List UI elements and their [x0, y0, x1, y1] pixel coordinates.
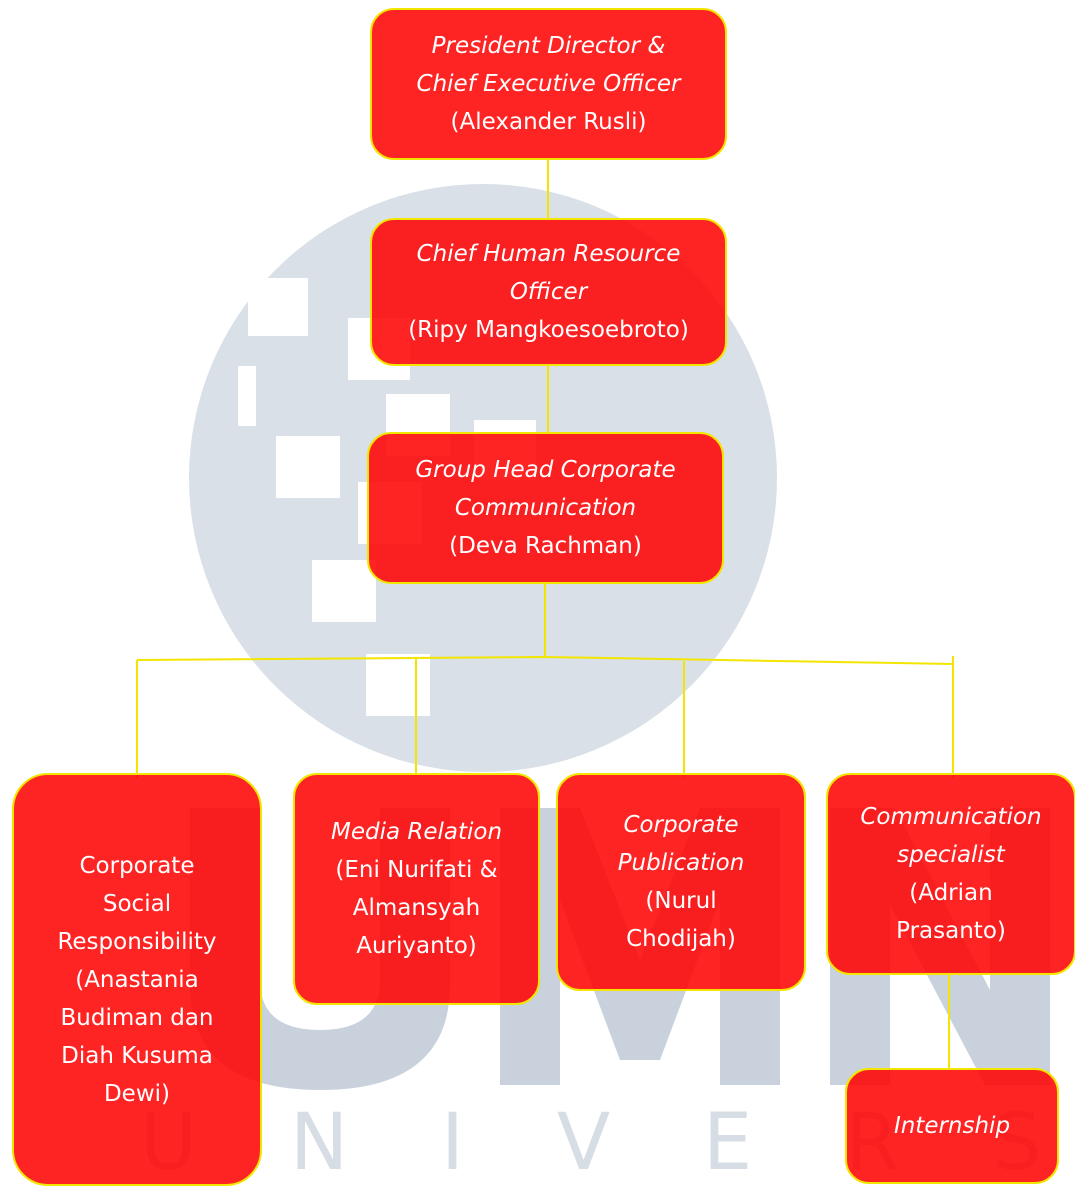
node-role: President Director & [431, 33, 666, 59]
node-role: Communication [860, 804, 1042, 830]
node-role: Internship [893, 1113, 1011, 1139]
node-corporate-publication: Corporate Publication (Nurul Chodijah) [556, 773, 806, 991]
node-person: (Deva Rachman) [449, 533, 642, 559]
node-role: Social [102, 890, 172, 917]
node-person: Budiman dan [60, 1004, 214, 1031]
node-role: Group Head Corporate [415, 457, 676, 483]
node-communication-specialist: Communication specialist (Adrian Prasant… [826, 773, 1075, 975]
node-person: (Anastania [75, 966, 199, 993]
node-group-head-corporate-communication: Group Head Corporate Communication (Deva… [367, 432, 724, 584]
node-role: Responsibility [57, 928, 217, 955]
node-media-relation: Media Relation (Eni Nurifati & Almansyah… [293, 773, 540, 1005]
connector-horizontal-bus [136, 655, 954, 665]
node-role: Communication [454, 495, 637, 521]
node-person: Almansyah [352, 895, 481, 921]
node-person: (Alexander Rusli) [450, 109, 647, 135]
node-chief-human-resource-officer: Chief Human Resource Officer (Ripy Mangk… [370, 218, 727, 366]
node-role: Chief Human Resource [416, 241, 681, 267]
node-person: (Ripy Mangkoesoebroto) [408, 317, 689, 343]
node-person: (Nurul [645, 888, 717, 914]
node-role: Media Relation [330, 819, 503, 845]
node-person: Chodijah) [626, 926, 736, 952]
node-president-director: President Director & Chief Executive Off… [370, 8, 727, 160]
node-corporate-social-responsibility: Corporate Social Responsibility (Anastan… [12, 773, 262, 1186]
node-person: (Eni Nurifati & [335, 857, 498, 883]
node-person: Dewi) [103, 1080, 171, 1107]
node-role: Corporate [79, 852, 195, 879]
node-role: Corporate [623, 812, 739, 838]
node-internship: Internship [845, 1068, 1059, 1184]
node-person: Diah Kusuma [61, 1042, 213, 1069]
node-role: Officer [509, 279, 588, 305]
node-person: Prasanto) [896, 918, 1006, 944]
node-person: (Adrian [909, 880, 993, 906]
node-role: Chief Executive Officer [416, 71, 681, 97]
node-role: specialist [897, 842, 1005, 868]
node-person: Auriyanto) [356, 933, 477, 959]
node-role: Publication [617, 850, 745, 876]
